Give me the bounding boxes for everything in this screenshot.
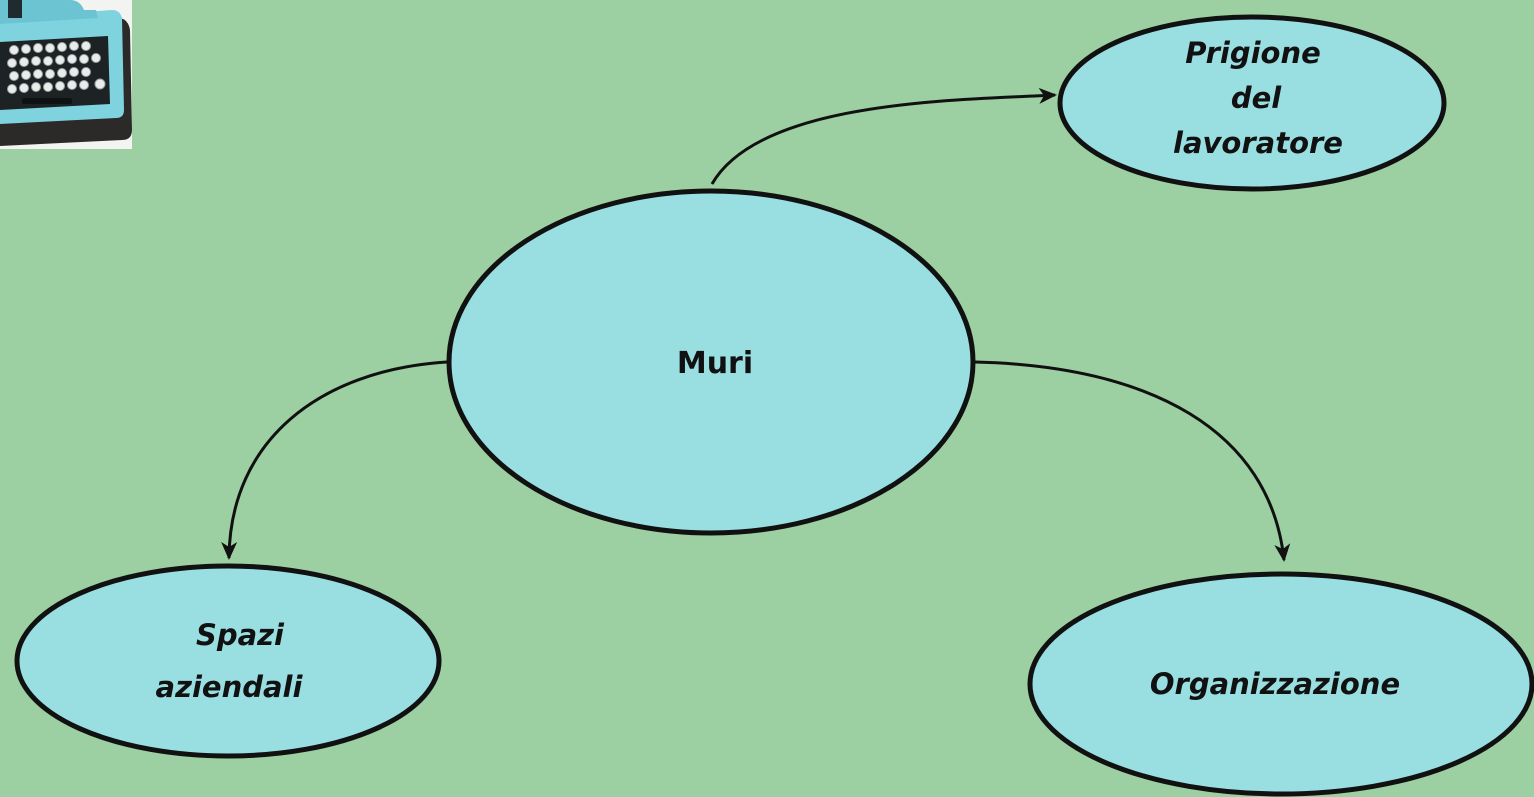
node-spazi-line-1: Spazi: [196, 618, 285, 652]
node-spazi-aziendali: Spazi aziendali: [14, 563, 442, 759]
node-prigione-line-3: lavoratore: [1173, 126, 1343, 160]
node-muri: Muri: [446, 188, 976, 536]
edge-center-to-prigione: [710, 87, 1057, 185]
typewriter-icon: [0, 0, 132, 149]
node-organizzazione: Organizzazione: [1027, 571, 1534, 797]
node-organizzazione-label: Organizzazione: [1150, 667, 1400, 701]
edge-center-to-spazi: [221, 360, 448, 560]
node-prigione-line-2: del: [1231, 81, 1282, 115]
node-spazi-line-2: aziendali: [156, 670, 304, 704]
node-prigione-del-lavoratore: Prigione del lavoratore: [1057, 14, 1447, 192]
node-muri-label: Muri: [677, 346, 753, 381]
typewriter-image: [0, 0, 132, 149]
edge-center-to-organizzazione: [974, 360, 1291, 562]
node-prigione-line-1: Prigione: [1185, 36, 1321, 70]
